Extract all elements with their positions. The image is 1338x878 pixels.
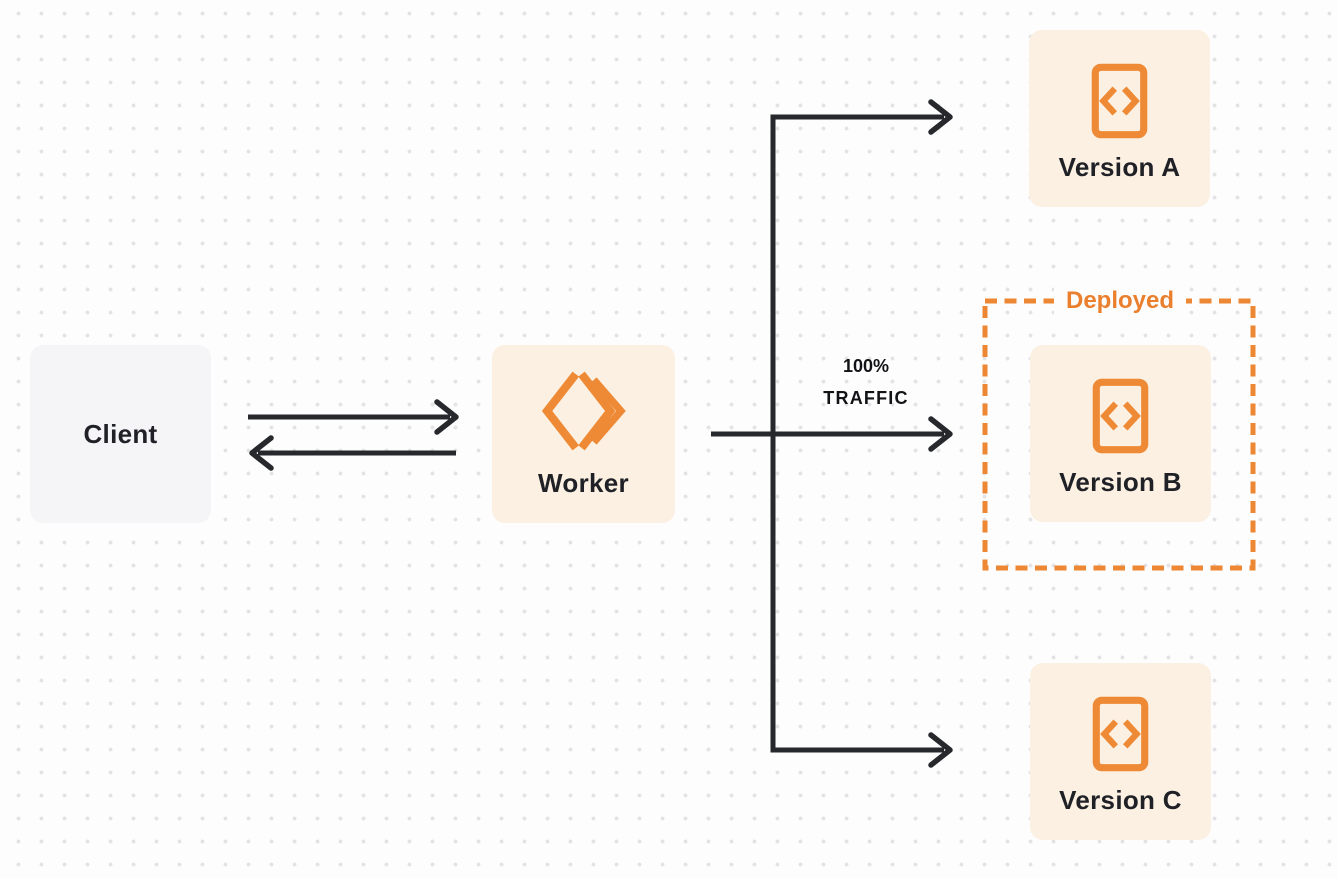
traffic-percent-text: 100% [842,356,890,376]
code-file-icon [1092,378,1149,453]
version-a-label: Version A [1058,151,1181,182]
worker-node: Worker [492,345,675,523]
worker-label: Worker [538,467,629,498]
version-a-node: Version A [1029,30,1210,207]
traffic-word-text: TRAFFIC [823,388,909,408]
client-label: Client [83,418,158,449]
arrowhead-right-icon [928,99,953,135]
traffic-annotation: 100% TRAFFIC [791,350,941,414]
client-node: Client [30,345,211,523]
branch-trunk-line [770,114,944,753]
workers-logo-icon [541,371,626,450]
version-c-node: Version C [1030,663,1211,840]
version-c-label: Version C [1059,784,1182,815]
version-b-node: Version B [1030,345,1211,522]
arrowhead-left-icon [249,435,274,471]
code-file-icon [1092,696,1149,771]
arrowhead-right-icon [928,732,953,768]
code-file-icon [1091,63,1148,138]
arrowhead-right-icon [928,416,953,452]
version-b-label: Version B [1059,466,1182,497]
arrowhead-right-icon [434,399,459,435]
deployed-badge: Deployed [1053,287,1187,315]
